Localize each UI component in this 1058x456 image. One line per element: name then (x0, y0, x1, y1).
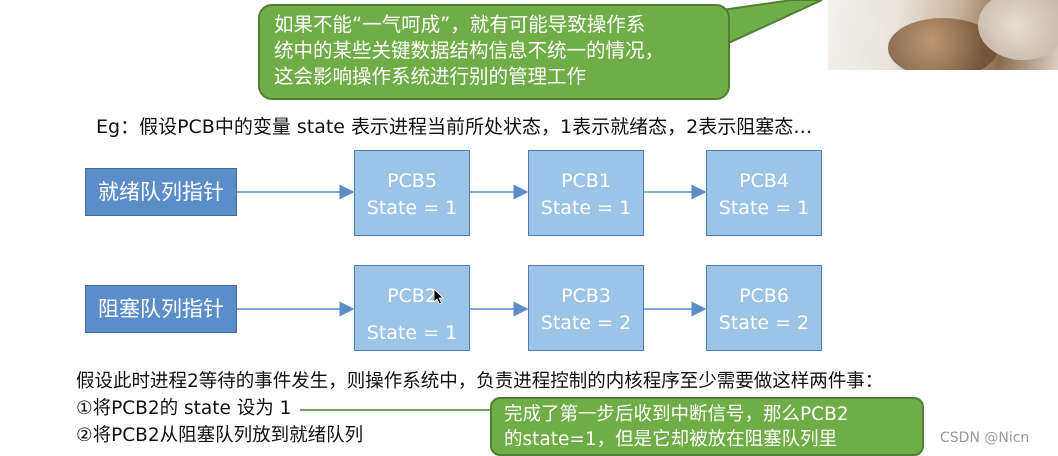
step-2-text: ②将PCB2从阻塞队列放到就绪队列 (76, 421, 363, 447)
pcb-box-pcb1: PCB1 State = 1 (528, 150, 644, 236)
pcb-name: PCB3 (529, 283, 643, 310)
pcb-box-pcb6: PCB6 State = 2 (706, 265, 822, 351)
photo-thumbnail (828, 0, 1058, 70)
pcb-name: PCB1 (529, 168, 643, 195)
mouse-cursor-icon (434, 289, 444, 305)
watermark: CSDN @Nicn (940, 430, 1029, 446)
pcb-name: PCB4 (707, 168, 821, 195)
top-callout: 如果不能“一气呵成”，就有可能导致操作系 统中的某些关键数据结构信息不统一的情况… (258, 4, 730, 100)
example-text: Eg：假设PCB中的变量 state 表示进程当前所处状态，1表示就绪态，2表示… (96, 112, 812, 139)
question-text: 假设此时进程2等待的事件发生，则操作系统中，负责进程控制的内核程序至少需要做这样… (76, 367, 883, 393)
step-1-text: ①将PCB2的 state 设为 1 (76, 394, 291, 420)
bottom-callout: 完成了第一步后收到中断信号，那么PCB2 的state=1，但是它却被放在阻塞队… (490, 397, 924, 456)
bottom-callout-line-1: 完成了第一步后收到中断信号，那么PCB2 (504, 402, 910, 427)
pcb-state: State = 2 (529, 310, 643, 337)
top-callout-line-2: 统中的某些关键数据结构信息不统一的情况， (274, 38, 714, 64)
pcb-state: State = 1 (355, 195, 469, 222)
pcb-name: PCB5 (355, 168, 469, 195)
top-callout-line-3: 这会影响操作系统进行别的管理工作 (274, 64, 714, 90)
callout-tail (722, 0, 842, 60)
blocked-queue-pointer: 阻塞队列指针 (85, 285, 237, 333)
ready-queue-pointer: 就绪队列指针 (85, 168, 237, 216)
pcb-state: State = 1 (529, 195, 643, 222)
callout-pointer-line (300, 400, 500, 420)
pcb-state: State = 1 (707, 195, 821, 222)
top-callout-line-1: 如果不能“一气呵成”，就有可能导致操作系 (274, 12, 714, 38)
pcb-name: PCB2 (355, 283, 469, 310)
pcb-box-pcb2: PCB2 State = 1 (354, 265, 470, 351)
bottom-callout-line-2: 的state=1，但是它却被放在阻塞队列里 (504, 427, 910, 452)
pcb-state: State = 2 (707, 310, 821, 337)
pcb-box-pcb4: PCB4 State = 1 (706, 150, 822, 236)
pcb-name: PCB6 (707, 283, 821, 310)
pcb-state: State = 1 (355, 320, 469, 347)
pcb-box-pcb3: PCB3 State = 2 (528, 265, 644, 351)
pcb-box-pcb5: PCB5 State = 1 (354, 150, 470, 236)
